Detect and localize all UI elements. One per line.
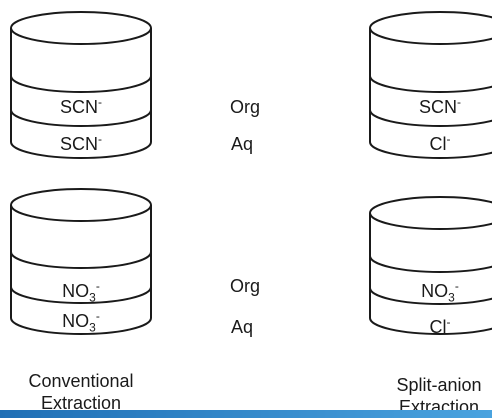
jar3-bottom-label: NO3- (62, 309, 100, 335)
caption-conventional: Conventional Extraction (28, 371, 134, 413)
jar3-top-label: NO3- (62, 279, 100, 305)
jar2-top-label: SCN- (418, 95, 461, 117)
jar-split-scn (369, 11, 492, 159)
jar-conventional-scn (10, 11, 152, 159)
bottom-accent-bar (0, 410, 492, 418)
jar1-top-label: SCN- (59, 95, 102, 117)
jar-split-no3 (369, 196, 492, 335)
phase-label-org-bottom: Org (230, 276, 261, 296)
jar1-bottom-label: SCN- (59, 132, 102, 154)
jar2-bottom-label: Cl- (429, 132, 451, 154)
phase-label-aq-top: Aq (231, 134, 254, 154)
jar4-top-label: NO3- (421, 279, 459, 305)
jar-conventional-no3 (10, 188, 152, 335)
phase-label-org-top: Org (230, 97, 261, 117)
jar4-bottom-label: Cl- (429, 315, 451, 337)
phase-label-aq-bottom: Aq (231, 317, 254, 337)
